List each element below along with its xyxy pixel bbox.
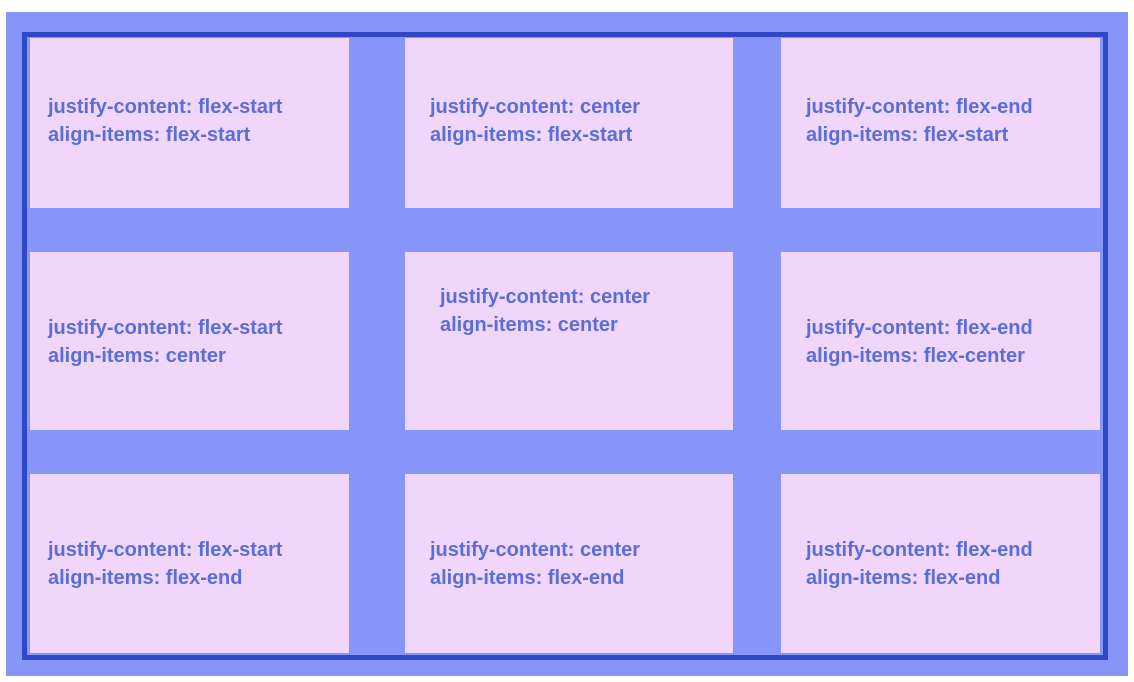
justify-content-text: justify-content: flex-end xyxy=(806,317,1033,339)
justify-content-text: justify-content: center xyxy=(430,96,641,118)
justify-content-text: justify-content: center xyxy=(430,539,641,561)
cell-label: justify-content: center align-items: cen… xyxy=(440,283,650,339)
cell-top-left: justify-content: flex-start align-items:… xyxy=(30,38,349,208)
align-items-text: align-items: flex-end xyxy=(806,567,1001,589)
justify-content-text: justify-content: flex-end xyxy=(806,96,1033,118)
cell-bottom-right: justify-content: flex-end align-items: f… xyxy=(781,474,1100,653)
cell-middle-right: justify-content: flex-end align-items: f… xyxy=(781,252,1100,430)
cell-top-center: justify-content: center align-items: fle… xyxy=(405,38,733,208)
align-items-text: align-items: flex-start xyxy=(48,124,251,146)
cell-label: justify-content: center align-items: fle… xyxy=(430,93,640,149)
cell-label: justify-content: center align-items: fle… xyxy=(430,536,640,592)
cell-bottom-center: justify-content: center align-items: fle… xyxy=(405,474,733,653)
justify-content-text: justify-content: center xyxy=(440,286,651,308)
align-items-text: align-items: flex-start xyxy=(806,124,1009,146)
cell-bottom-left: justify-content: flex-start align-items:… xyxy=(30,474,349,653)
align-items-text: align-items: flex-start xyxy=(430,124,633,146)
cell-top-right: justify-content: flex-end align-items: f… xyxy=(781,38,1100,208)
cell-label: justify-content: flex-end align-items: f… xyxy=(806,93,1033,149)
cell-label: justify-content: flex-start align-items:… xyxy=(48,314,282,370)
cell-label: justify-content: flex-end align-items: f… xyxy=(806,314,1033,370)
justify-content-text: justify-content: flex-start xyxy=(48,96,283,118)
align-items-text: align-items: flex-end xyxy=(430,567,625,589)
justify-content-text: justify-content: flex-start xyxy=(48,539,283,561)
cell-label: justify-content: flex-end align-items: f… xyxy=(806,536,1033,592)
cell-middle-center: justify-content: center align-items: cen… xyxy=(405,252,733,430)
cell-middle-left: justify-content: flex-start align-items:… xyxy=(30,252,349,430)
align-items-text: align-items: flex-end xyxy=(48,567,243,589)
cell-label: justify-content: flex-start align-items:… xyxy=(48,536,282,592)
align-items-text: align-items: flex-center xyxy=(806,345,1025,367)
justify-content-text: justify-content: flex-end xyxy=(806,539,1033,561)
cell-label: justify-content: flex-start align-items:… xyxy=(48,93,282,149)
align-items-text: align-items: center xyxy=(440,314,618,336)
justify-content-text: justify-content: flex-start xyxy=(48,317,283,339)
align-items-text: align-items: center xyxy=(48,345,226,367)
